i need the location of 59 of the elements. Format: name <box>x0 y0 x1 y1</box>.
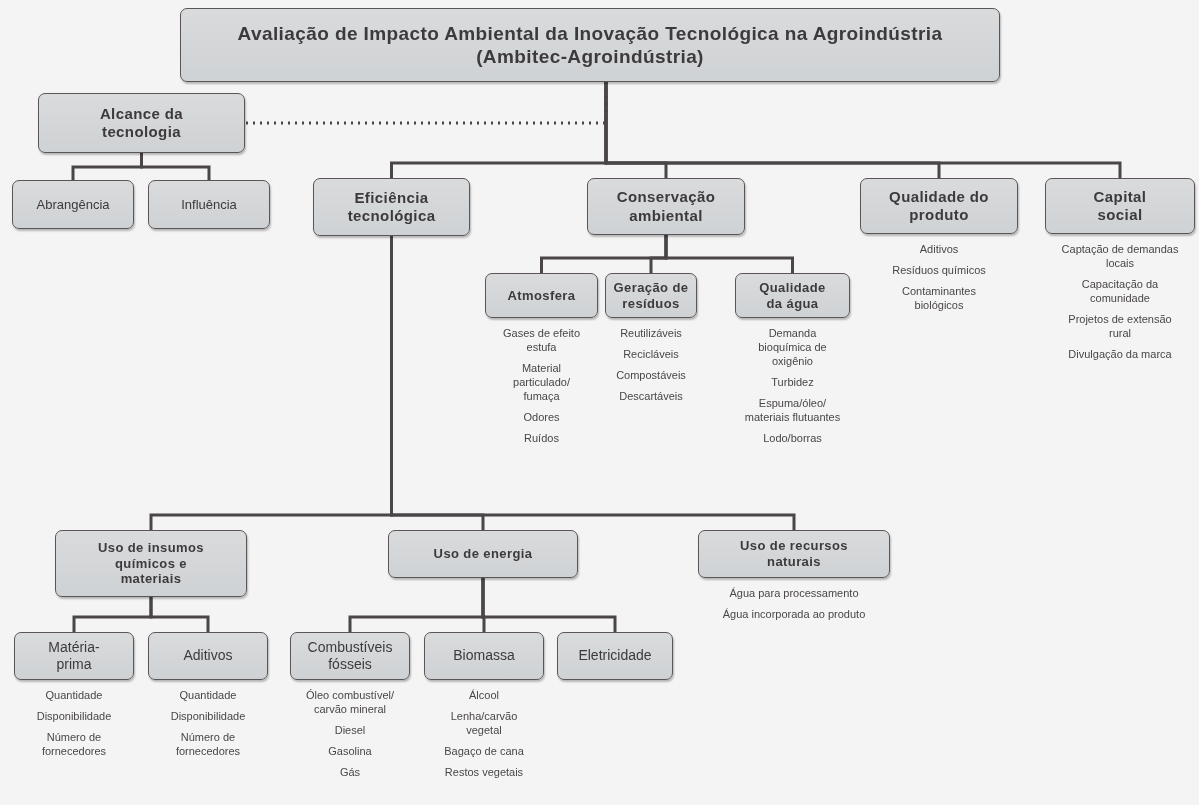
indicator-text: Espuma/óleo/ materiais flutuantes <box>743 396 842 424</box>
indicator-text: Contaminantes biológicos <box>901 284 977 312</box>
category-box: Qualidade da água <box>735 273 850 318</box>
category-box: Eficiência tecnológica <box>313 178 470 236</box>
indicator-text: Reutilizáveis <box>619 326 683 340</box>
indicator-text: Descartáveis <box>618 389 684 403</box>
indicator-text: Ruídos <box>523 431 560 445</box>
indicator-text: Água incorporada ao produto <box>721 607 867 621</box>
indicator-text: Quantidade <box>44 688 104 702</box>
indicator-text: Álcool <box>468 688 500 702</box>
indicator-text: Compostáveis <box>615 368 687 382</box>
category-box: Biomassa <box>424 632 544 680</box>
indicator-text: Turbidez <box>770 375 815 389</box>
indicator-text: Óleo combustível/ carvão mineral <box>304 688 395 716</box>
indicator-text: Quantidade <box>178 688 238 702</box>
indicator-text: Demanda bioquímica de oxigênio <box>757 326 828 368</box>
indicator-text: Aditivos <box>918 242 960 256</box>
indicator-text: Capacitação da comunidade <box>1080 277 1160 305</box>
category-box: Atmosfera <box>485 273 598 318</box>
indicator-text: Disponibilidade <box>169 709 247 723</box>
category-box: Combustíveis fósseis <box>290 632 410 680</box>
category-box: Abrangência <box>12 180 134 229</box>
category-box: Uso de recursos naturais <box>698 530 890 578</box>
indicator-text: Resíduos químicos <box>891 263 987 277</box>
indicator-text: Gases de efeito estufa <box>501 326 582 354</box>
indicator-text: Número de fornecedores <box>174 730 242 758</box>
category-box: Uso de energia <box>388 530 578 578</box>
indicator-text: Lenha/carvão vegetal <box>449 709 519 737</box>
indicator-text: Diesel <box>333 723 367 737</box>
tree-connector <box>481 578 617 632</box>
indicator-text: Número de fornecedores <box>40 730 108 758</box>
category-box: Alcance da tecnologia <box>38 93 245 153</box>
category-box: Matéria-prima <box>14 632 134 680</box>
title-box: Avaliação de Impacto Ambiental da Inovação Tecnológica na Agroindústria (Ambitec-Agroindústria) <box>180 8 1000 82</box>
tree-connector <box>664 235 794 273</box>
tree-connector <box>604 82 1122 178</box>
indicator-text: Divulgação da marca <box>1067 347 1173 361</box>
category-box: Geração de resíduos <box>605 273 697 318</box>
indicator-text: Gasolina <box>327 744 373 758</box>
indicator-text: Gás <box>338 765 362 779</box>
indicator-text: Disponibilidade <box>35 709 113 723</box>
category-box: Qualidade do produto <box>860 178 1018 234</box>
indicator-text: Captação de demandas locais <box>1060 242 1180 270</box>
category-box: Uso de insumos químicos e materiais <box>55 530 247 597</box>
indicator-text: Material particulado/ fumaça <box>512 361 571 403</box>
indicator-text: Recicláveis <box>622 347 680 361</box>
indicator-text: Lodo/borras <box>762 431 823 445</box>
category-box: Capital social <box>1045 178 1195 234</box>
indicator-text: Água para processamento <box>728 586 860 600</box>
dotted-connector <box>245 82 608 125</box>
tree-connector <box>149 597 210 632</box>
category-box: Eletricidade <box>557 632 673 680</box>
category-box: Aditivos <box>148 632 268 680</box>
category-box: Influência <box>148 180 270 229</box>
indicator-text: Projetos de extensão rural <box>1067 312 1173 340</box>
category-box: Conservação ambiental <box>587 178 745 235</box>
indicator-text: Restos vegetais <box>443 765 525 779</box>
indicator-text: Bagaço de cana <box>443 744 525 758</box>
indicator-text: Odores <box>522 410 561 424</box>
